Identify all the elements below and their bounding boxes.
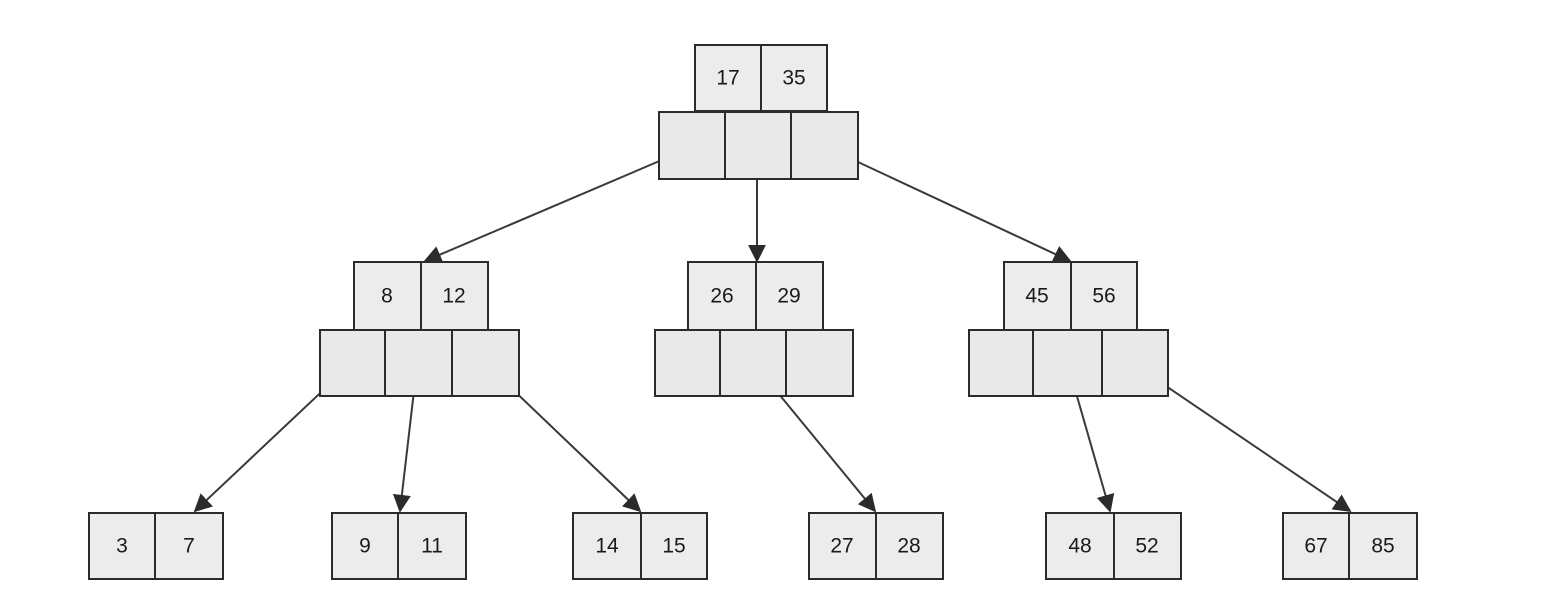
leaf-2-key-cell-2	[397, 512, 467, 580]
leaf-1-key-cell-2	[154, 512, 224, 580]
root-node: 17 35	[658, 44, 859, 180]
leaf-node-3: 14 15	[572, 512, 708, 580]
leaf-6-key-2: 85	[1371, 535, 1394, 558]
internal-2-key-2: 29	[777, 285, 800, 308]
leaf-3-key-1: 14	[595, 535, 619, 558]
internal-3-key-cell-1	[1003, 261, 1072, 331]
internal-3-pointer-cell-1	[968, 329, 1034, 397]
leaf-4-key-2: 28	[897, 535, 920, 558]
internal-1-key-2: 12	[442, 285, 465, 308]
internal-1-pointer-cell-3	[451, 329, 520, 397]
internal-2-pointer-cell-1	[654, 329, 721, 397]
leaf-6-key-cell-2	[1348, 512, 1418, 580]
leaf-1-key-1: 3	[116, 535, 128, 558]
root-pointer-cell-2	[724, 111, 792, 180]
internal-node-2: 26 29	[654, 261, 854, 397]
leaf-4-key-cell-1	[808, 512, 877, 580]
internal-3-pointer-cell-2	[1032, 329, 1103, 397]
leaf-5-key-1: 48	[1068, 535, 1091, 558]
leaf-node-4: 27 28	[808, 512, 944, 580]
leaf-node-1: 3 7	[88, 512, 224, 580]
edge-root-to-internal-1	[423, 147, 691, 263]
leaf-node-6: 67 85	[1282, 512, 1418, 580]
leaf-1-key-cell-1	[88, 512, 156, 580]
root-pointer-cell-1	[658, 111, 726, 180]
internal-3-key-2: 56	[1092, 285, 1115, 308]
internal-1-key-1: 8	[381, 285, 393, 308]
internal-3-key-cell-2	[1070, 261, 1138, 331]
internal-1-pointer-cell-2	[384, 329, 453, 397]
leaf-node-5: 48 52	[1045, 512, 1182, 580]
leaf-node-2: 9 11	[331, 512, 467, 580]
internal-2-key-1: 26	[710, 285, 733, 308]
leaf-6-key-1: 67	[1304, 535, 1327, 558]
leaf-5-key-2: 52	[1135, 535, 1158, 558]
leaf-4-key-cell-2	[875, 512, 944, 580]
root-pointer-cell-3	[790, 111, 859, 180]
internal-node-3: 45 56	[968, 261, 1169, 397]
leaf-3-key-cell-2	[640, 512, 708, 580]
leaf-5-key-cell-1	[1045, 512, 1115, 580]
internal-3-pointer-cell-3	[1101, 329, 1169, 397]
edge-root-to-internal-3	[827, 147, 1072, 263]
internal-3-key-1: 45	[1025, 285, 1048, 308]
leaf-2-key-1: 9	[359, 535, 371, 558]
leaf-2-key-cell-1	[331, 512, 399, 580]
leaf-5-key-cell-2	[1113, 512, 1182, 580]
edge-internal-3-to-leaf-6	[1134, 364, 1352, 513]
leaf-2-key-2: 11	[421, 535, 443, 558]
leaf-3-key-cell-1	[572, 512, 642, 580]
root-key-1: 17	[716, 67, 739, 90]
leaf-1-key-2: 7	[183, 535, 195, 558]
leaf-4-key-1: 27	[830, 535, 853, 558]
internal-2-pointer-cell-3	[785, 329, 854, 397]
internal-node-1: 8 12	[319, 261, 520, 397]
internal-2-pointer-cell-2	[719, 329, 787, 397]
root-key-2: 35	[782, 67, 805, 90]
internal-1-pointer-cell-1	[319, 329, 386, 397]
leaf-3-key-2: 15	[662, 535, 685, 558]
